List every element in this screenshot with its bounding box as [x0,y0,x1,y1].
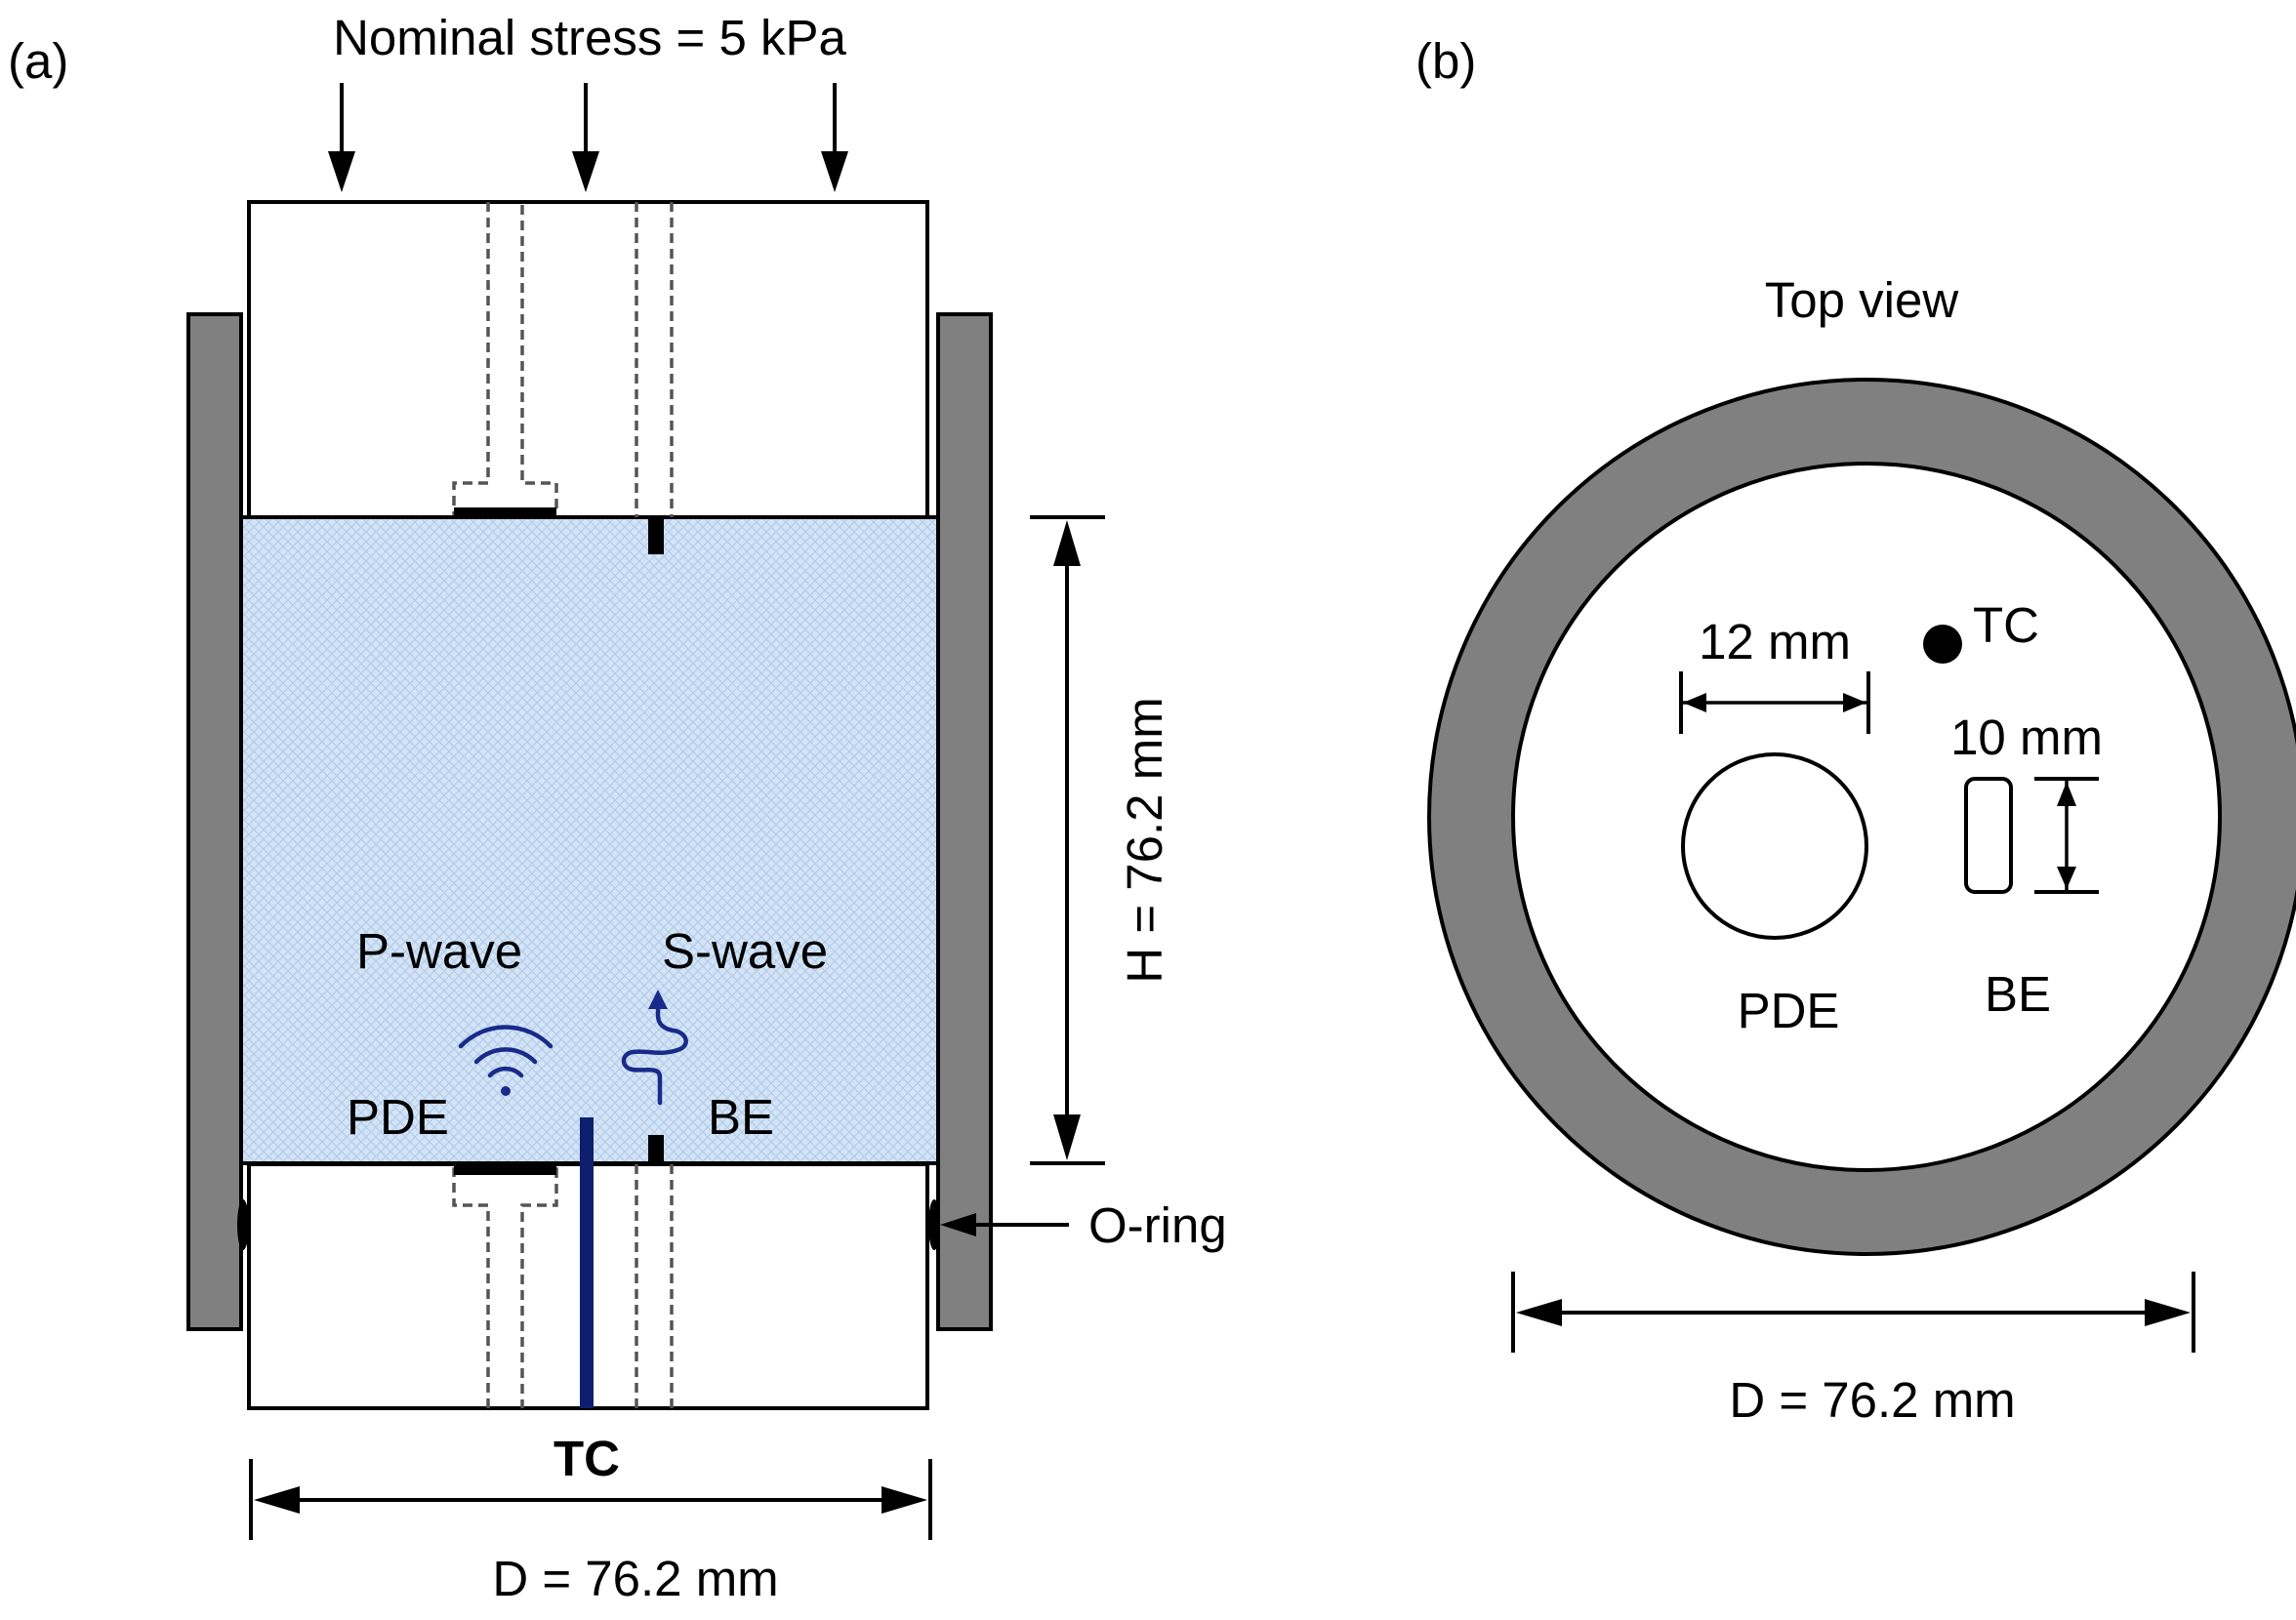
tc-label: TC [554,1431,620,1486]
right-o-ring [928,1199,940,1250]
s-wave-icon [621,990,688,1106]
top-cap [247,200,929,519]
top-view-be-label: BE [1985,966,2051,1022]
inner-specimen-area [1511,462,2222,1172]
diameter-label-b: D = 76.2 mm [1729,1372,2015,1428]
pde-size-dimension [1679,671,1870,734]
bottom-pde-element [454,1164,556,1175]
diameter-dimension-b [1511,1272,2195,1353]
pde-circle [1681,752,1868,940]
bottom-bender-element [648,1135,664,1164]
panel-a: (a) Nominal stress = 5 kPa [8,10,1227,1606]
s-wave-label: S-wave [662,923,828,979]
nominal-stress-label: Nominal stress = 5 kPa [333,10,846,65]
be-label: BE [708,1089,774,1145]
top-pde-element [454,507,556,517]
left-o-ring [237,1199,249,1250]
right-confinement-wall [936,312,993,1331]
diameter-label-a: D = 76.2 mm [492,1551,778,1606]
thermocouple-rod [580,1117,594,1408]
top-view-tc-label: TC [1973,597,2039,653]
o-ring-pointer [940,1213,976,1236]
panel-b-label: (b) [1415,33,1476,89]
o-ring-label: O-ring [1088,1197,1227,1253]
panel-b: (b) Top view TC 12 mm 10 mm [1415,33,2296,1428]
top-view-title: Top view [1765,272,1959,328]
be-rectangle [1964,777,2013,894]
top-bender-element [648,517,664,554]
tc-dot [1923,625,1962,664]
height-dimension [1030,515,1105,1165]
p-wave-label: P-wave [356,923,522,979]
be-size-dimension [2034,777,2099,894]
pde-label: PDE [347,1089,449,1145]
panel-a-label: (a) [8,33,68,89]
be-size-label: 10 mm [1950,709,2103,765]
top-view-pde-label: PDE [1738,983,1840,1038]
soil-specimen [243,517,936,1163]
bottom-pde-channel [452,1167,558,1408]
height-dimension-label: H = 76.2 mm [1117,697,1172,983]
p-wave-icon [458,1025,554,1096]
diameter-dimension-a [249,1459,932,1540]
left-confinement-wall [186,312,243,1331]
pde-size-label: 12 mm [1699,614,1851,669]
load-arrows [328,83,848,192]
